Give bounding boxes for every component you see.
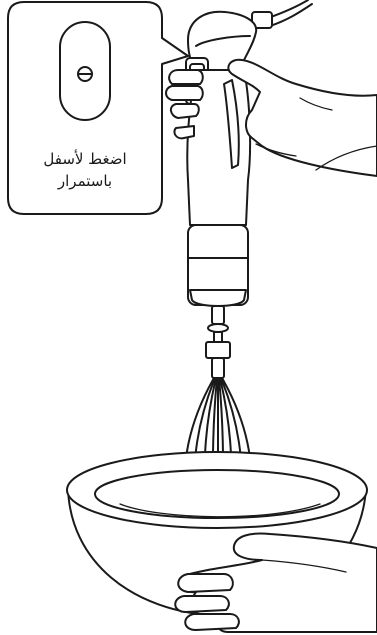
button-closeup: [60, 22, 110, 120]
whisk-connector: [206, 342, 230, 358]
instruction-line-1: اضغط لأسفل: [10, 149, 160, 169]
power-cord: [252, 0, 312, 28]
instruction-line-2: باستمرار: [10, 171, 160, 191]
